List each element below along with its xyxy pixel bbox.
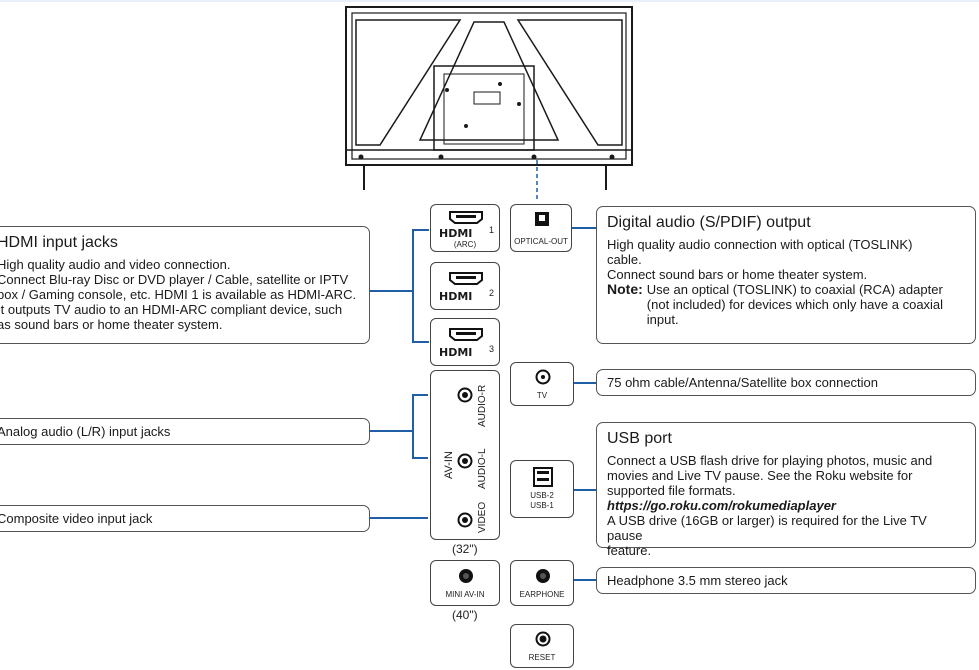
coax-jack-icon xyxy=(535,369,551,385)
antenna-callout: 75 ohm cable/Antenna/Satellite box conne… xyxy=(596,369,976,396)
optical-callout-line: cable. xyxy=(607,252,642,267)
hdmi3-number: 3 xyxy=(489,344,495,354)
hdmi2-port: HDMI 2 xyxy=(430,262,500,310)
optical-out-port: OPTICAL-OUT xyxy=(510,204,572,252)
analog-audio-callout: Analog audio (L/R) input jacks xyxy=(0,418,370,445)
optical-note-line: (not included) for devices which only ha… xyxy=(646,297,944,312)
usb-callout-line: movies and Live TV pause. See the Roku w… xyxy=(607,468,913,483)
usb2-label: USB-2 xyxy=(530,491,554,500)
composite-callout-text: Composite video input jack xyxy=(0,511,153,526)
hdmi-connector-icon xyxy=(449,211,483,224)
optical-callout: Digital audio (S/PDIF) output High quali… xyxy=(596,206,976,344)
optical-note-line: Use an optical (TOSLINK) to coaxial (RCA… xyxy=(646,282,943,297)
hdmi-callout-title: HDMI input jacks xyxy=(0,234,118,251)
hdmi-callout-line: High quality audio and video connection. xyxy=(0,257,231,272)
reset-hole-icon xyxy=(535,631,551,647)
usb-port-icon xyxy=(533,467,553,487)
hdmi1-arc-label: (ARC) xyxy=(453,240,477,249)
hdmi-connector-icon xyxy=(449,272,483,285)
audio-l-label: AUDIO-L xyxy=(477,448,488,489)
connector-lines xyxy=(370,227,596,581)
hdmi-callout: HDMI input jacks High quality audio and … xyxy=(0,226,370,344)
hdmi-callout-line: It outputs TV audio to an HDMI-ARC compl… xyxy=(0,302,343,317)
usb-callout-title: USB port xyxy=(607,430,672,447)
earphone-jack-icon xyxy=(536,569,550,583)
rca-jack-icon xyxy=(457,512,473,528)
hdmi-callout-line: as sound bars or home theater system. xyxy=(0,317,223,332)
av-in-panel: AV-IN AUDIO-R AUDIO-L VIDEO xyxy=(430,370,500,540)
analog-audio-callout-text: Analog audio (L/R) input jacks xyxy=(0,424,171,439)
tv-back-illustration xyxy=(345,6,633,190)
optical-note: Note: Use an optical (TOSLINK) to coaxia… xyxy=(607,281,965,328)
reset-button: RESET xyxy=(510,624,574,668)
size-32-label: (32") xyxy=(452,542,478,556)
usb1-label: USB-1 xyxy=(530,501,554,510)
audio-r-label: AUDIO-R xyxy=(477,384,488,427)
hdmi1-number: 1 xyxy=(489,225,495,235)
video-label: VIDEO xyxy=(477,501,488,533)
mini-av-in-label: MINI AV-IN xyxy=(445,590,485,599)
tv-antenna-port: TV xyxy=(510,362,574,406)
hdmi-logo: HDMI xyxy=(439,290,473,303)
tv-back-screws xyxy=(358,82,615,160)
hdmi2-number: 2 xyxy=(489,288,495,298)
usb-callout-line: A USB drive (16GB or larger) is required… xyxy=(607,513,927,543)
optical-callout-line: Connect sound bars or home theater syste… xyxy=(607,267,868,282)
rca-jack-icon xyxy=(457,453,473,469)
antenna-callout-text: 75 ohm cable/Antenna/Satellite box conne… xyxy=(607,375,879,390)
mini-jack-icon xyxy=(459,569,473,583)
av-in-label: AV-IN xyxy=(443,451,455,479)
usb-callout-line: feature. xyxy=(607,543,652,558)
usb-callout-line: Connect a USB flash drive for playing ph… xyxy=(607,453,933,468)
usb-port: USB-2 USB-1 xyxy=(510,460,574,518)
usb-callout: USB port Connect a USB flash drive for p… xyxy=(596,422,976,558)
mini-av-in-port: MINI AV-IN xyxy=(430,560,500,606)
hdmi-logo: HDMI xyxy=(439,346,473,359)
hdmi-logo: HDMI xyxy=(439,227,473,240)
optical-callout-line: High quality audio connection with optic… xyxy=(607,237,913,252)
headphone-callout-text: Headphone 3.5 mm stereo jack xyxy=(607,573,788,588)
optical-port-icon xyxy=(535,212,549,226)
hdmi-connector-icon xyxy=(449,328,483,341)
optical-note-label: Note: xyxy=(607,281,643,297)
optical-note-line: input. xyxy=(646,312,679,327)
reset-label: RESET xyxy=(528,653,556,662)
usb-callout-line: supported file formats. xyxy=(607,483,736,498)
hdmi1-port: HDMI 1 (ARC) xyxy=(430,204,500,252)
hdmi-callout-line: Connect Blu-ray Disc or DVD player / Cab… xyxy=(0,272,349,287)
composite-callout: Composite video input jack xyxy=(0,505,370,532)
size-40-label: (40") xyxy=(452,608,478,622)
rca-jack-icon xyxy=(457,387,473,403)
tv-antenna-label: TV xyxy=(536,391,548,400)
headphone-callout: Headphone 3.5 mm stereo jack xyxy=(596,567,976,594)
hdmi-callout-line: box / Gaming console, etc. HDMI 1 is ava… xyxy=(0,287,357,302)
optical-callout-title: Digital audio (S/PDIF) output xyxy=(607,214,811,231)
usb-callout-url: https://go.roku.com/rokumediaplayer xyxy=(607,498,836,513)
hdmi3-port: HDMI 3 xyxy=(430,318,500,366)
earphone-label: EARPHONE xyxy=(519,590,565,599)
optical-out-label: OPTICAL-OUT xyxy=(514,237,568,246)
earphone-port: EARPHONE xyxy=(510,560,574,606)
